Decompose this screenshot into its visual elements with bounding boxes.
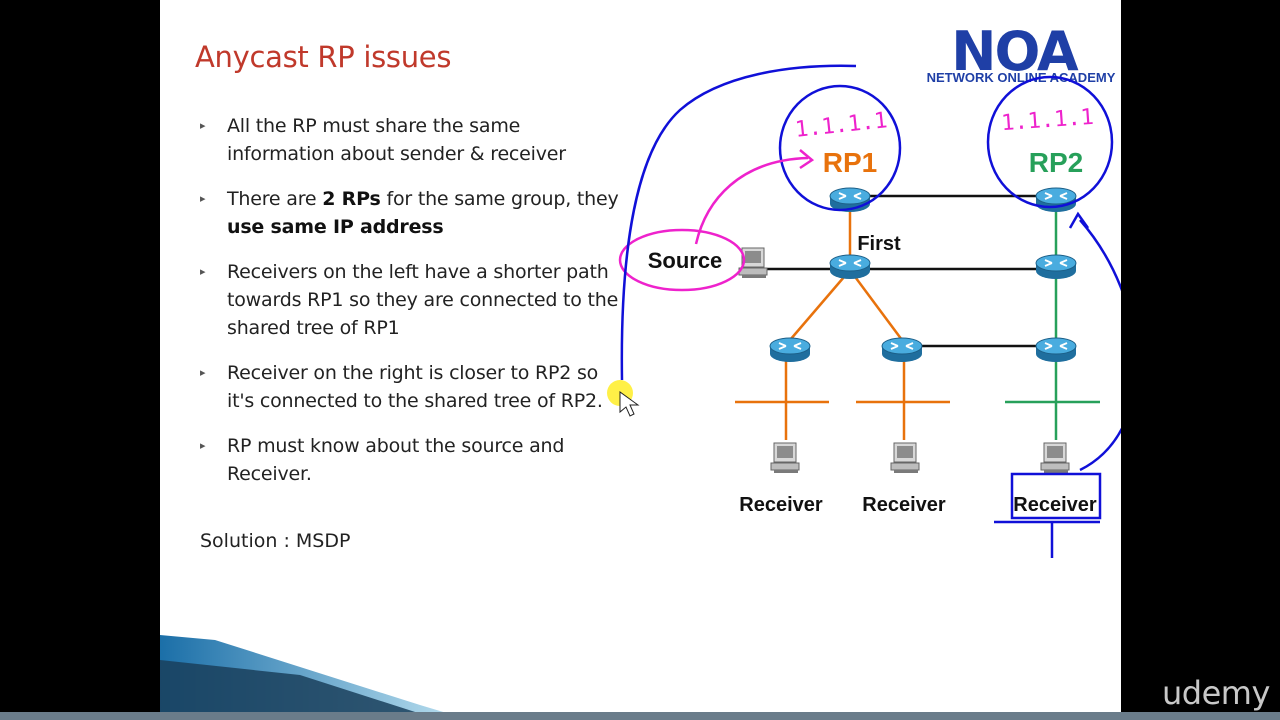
router-icon: [829, 254, 871, 280]
bullet-item: ▸ Receiver on the right is closer to RP2 …: [200, 359, 630, 415]
rp1-circle-annotation: [778, 84, 902, 212]
receiver-label: Receiver: [1013, 494, 1097, 516]
logo-letters: NOA: [951, 20, 1079, 83]
bullet-item: ▸ RP must know about the source and Recei…: [200, 432, 630, 488]
bullet-item: ▸ All the RP must share the same informat…: [200, 112, 630, 168]
logo-text: NETWORK ONLINE ACADEMY: [927, 70, 1116, 85]
bullet-arrow-icon: ▸: [200, 265, 206, 278]
rp2-circle-annotation: [986, 75, 1114, 209]
receiver-pc-icon: [770, 442, 800, 474]
bullet-text: Receivers on the left have a shorter pat…: [227, 261, 619, 339]
bullet-arrow-icon: ▸: [200, 439, 206, 452]
bullet-list: ▸ All the RP must share the same informat…: [200, 112, 630, 505]
slide-title: Anycast RP issues: [195, 40, 452, 74]
slide: Anycast RP issues ▸ All the RP must share…: [160, 0, 1121, 720]
receiver-box-annotation: [1010, 472, 1102, 520]
router-icon: [769, 337, 811, 363]
bullet-text: RP must know about the source and Receiv…: [227, 435, 565, 485]
receiver-to-rp2-annotation: [1079, 219, 1121, 472]
bullet-text: There are: [227, 188, 323, 210]
source-label: Source: [648, 248, 723, 273]
bullet-text: Receiver on the right is closer to RP2 s…: [227, 362, 603, 412]
bullet-arrow-icon: ▸: [200, 119, 206, 132]
decor-band-dark: [160, 660, 440, 720]
receiver-label: Receiver: [739, 494, 823, 516]
taskbar: [0, 712, 1280, 720]
bullet-text: for the same group, they: [380, 188, 619, 210]
bullet-bold-text: 2 RPs: [322, 188, 381, 210]
bullet-arrow-icon: ▸: [200, 366, 206, 379]
bullet-bold-text: use same IP address: [227, 216, 444, 238]
router-icon: [881, 337, 923, 363]
source-to-rp1-annotation: [694, 156, 809, 245]
bullet-item: ▸ There are 2 RPs for the same group, the…: [200, 185, 630, 241]
link-first-left: [789, 269, 851, 341]
network-diagram: NOA NETWORK ONLINE ACADEMY: [160, 20, 1121, 720]
bullet-item: ▸ Receivers on the left have a shorter pa…: [200, 258, 630, 342]
receiver-label: Receiver: [862, 494, 946, 516]
link-first-mid: [848, 269, 904, 341]
source-to-rp1-arrowhead: [799, 149, 815, 170]
handwritten-rp2-address: 1.1.1.1: [1000, 105, 1094, 136]
router-icon: [1035, 254, 1077, 280]
bullet-arrow-icon: ▸: [200, 192, 206, 205]
bullet-text: All the RP must share the same informati…: [227, 115, 566, 165]
receiver-pc-icon: [1040, 442, 1070, 474]
noa-logo: NOA NETWORK ONLINE ACADEMY: [927, 20, 1116, 85]
receiver-to-rp2-arrowhead: [1068, 211, 1090, 229]
blue-curve-annotation: [620, 64, 857, 381]
first-label: First: [857, 233, 901, 255]
solution-text: Solution : MSDP: [200, 530, 351, 552]
udemy-watermark: udemy: [1162, 674, 1270, 712]
handwritten-rp1-address: 1.1.1.1: [794, 108, 889, 143]
cursor-arrow-icon: [619, 391, 640, 417]
receiver-pc-icon: [890, 442, 920, 474]
source-circle-annotation: [618, 228, 746, 292]
router-icon: [1035, 187, 1077, 213]
router-icon: [1035, 337, 1077, 363]
rp2-label: RP2: [1029, 147, 1083, 178]
rp1-label: RP1: [823, 147, 877, 178]
